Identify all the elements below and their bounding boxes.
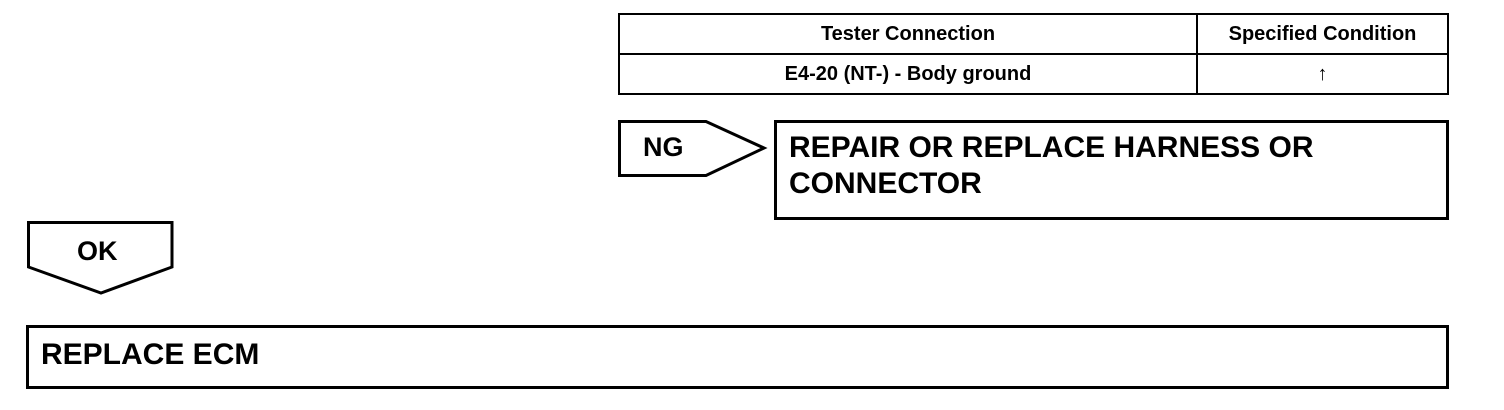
ng-arrow-icon — [618, 120, 768, 177]
ng-label: NG — [643, 132, 684, 162]
header-specified-condition: Specified Condition — [1196, 13, 1449, 55]
header-tester-connection: Tester Connection — [618, 13, 1198, 55]
ok-arrow-icon — [27, 221, 174, 295]
ok-result-box — [26, 325, 1449, 389]
cell-specified-condition: ↑ — [1196, 53, 1449, 95]
table-row: E4-20 (NT-) - Body ground ↑ — [618, 53, 1449, 95]
ok-result-text: REPLACE ECM — [41, 338, 260, 371]
ng-result-box — [774, 120, 1449, 220]
cell-tester-connection: E4-20 (NT-) - Body ground — [618, 53, 1198, 95]
ok-label: OK — [77, 236, 118, 266]
table-header-row: Tester Connection Specified Condition — [618, 13, 1449, 55]
specification-table: Tester Connection Specified Condition E4… — [618, 13, 1449, 95]
ng-result-text: REPAIR OR REPLACE HARNESS OR CONNECTOR — [789, 131, 1314, 200]
